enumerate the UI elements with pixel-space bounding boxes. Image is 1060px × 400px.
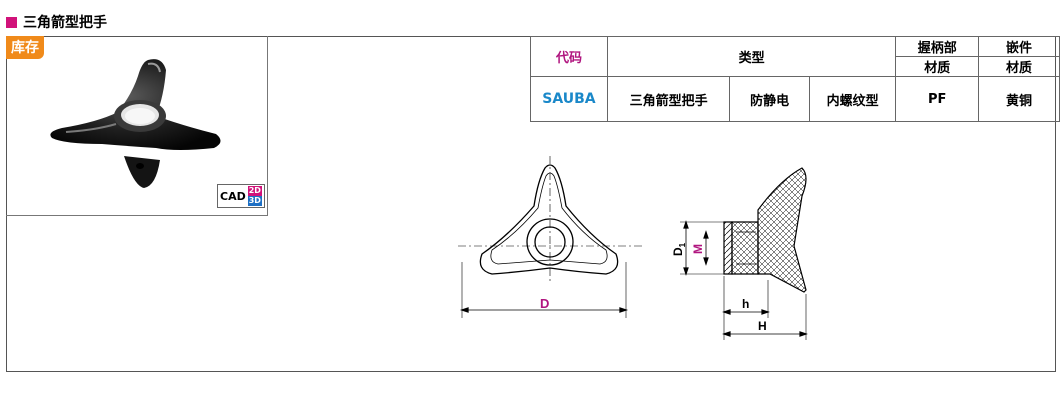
dim-D1-label: D1 — [671, 242, 687, 256]
dim-H-label: H — [758, 319, 767, 333]
product-image-box: 库存 CAD 2D 3D — [6, 36, 268, 216]
knob-photo — [50, 59, 221, 188]
insert-material: 黄铜 — [978, 76, 1060, 122]
type-antistatic: 防静电 — [729, 76, 811, 122]
dim-M-label: M — [691, 244, 705, 254]
grip-material: PF — [895, 76, 980, 122]
product-code[interactable]: SAUBA — [530, 76, 608, 122]
header-insert: 嵌件 — [978, 36, 1060, 57]
header-grip: 握柄部 — [895, 36, 980, 57]
cad-download-badge[interactable]: CAD 2D 3D — [217, 184, 265, 208]
cad-label: CAD — [220, 189, 246, 203]
type-thread: 内螺纹型 — [809, 76, 897, 122]
technical-drawing: D D1 M h H — [458, 156, 808, 340]
stock-badge: 库存 — [6, 36, 44, 59]
cad-dimension-icon: 2D 3D — [247, 186, 262, 206]
dim-h-label: h — [742, 297, 749, 311]
spec-table: 代码 类型 握柄部 嵌件 材质 材质 SAUBA 三角箭型把手 防静电 内螺纹型… — [530, 36, 1060, 122]
header-type: 类型 — [606, 36, 897, 77]
header-code: 代码 — [530, 36, 608, 77]
section-header: 三角箭型把手 — [6, 12, 107, 32]
side-view — [680, 167, 808, 340]
dim-D-label: D — [540, 296, 549, 311]
header-grip-material: 材质 — [895, 56, 980, 77]
section-title: 三角箭型把手 — [23, 15, 107, 31]
front-view — [458, 156, 642, 318]
type-shape: 三角箭型把手 — [606, 76, 731, 122]
bullet-square-icon — [6, 16, 17, 28]
cad-3d-label: 3D — [247, 196, 262, 206]
header-insert-material: 材质 — [978, 56, 1060, 77]
cad-2d-label: 2D — [247, 186, 262, 196]
